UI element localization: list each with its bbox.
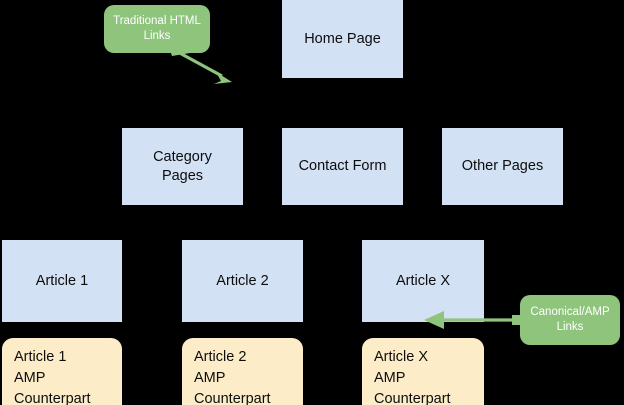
traditional-html-links-arrow-head: [214, 72, 232, 84]
node-home-page[interactable]: Home Page: [282, 0, 403, 78]
node-category-pages[interactable]: Category Pages: [122, 128, 243, 205]
node-article-x-amp-counterpart[interactable]: Article X AMP Counterpart: [362, 338, 484, 405]
node-contact-form[interactable]: Contact Form: [282, 128, 403, 205]
node-article-2[interactable]: Article 2: [182, 240, 303, 322]
node-home-page-label: Home Page: [304, 30, 381, 47]
traditional-html-links-arrow-line: [175, 49, 223, 78]
callout-canonical-amp-links-label: Canonical/AMP Links: [530, 306, 610, 333]
node-article-1-amp-counterpart-label: Article 1 AMP Counterpart: [14, 348, 91, 405]
node-other-pages[interactable]: Other Pages: [442, 128, 563, 205]
node-article-2-label: Article 2: [216, 272, 269, 289]
node-article-x[interactable]: Article X: [362, 240, 484, 322]
node-article-2-amp-counterpart[interactable]: Article 2 AMP Counterpart: [182, 338, 303, 405]
node-article-x-amp-counterpart-label: Article X AMP Counterpart: [374, 348, 451, 405]
callout-traditional-html-links-label: Traditional HTML Links: [113, 15, 201, 42]
node-other-pages-label: Other Pages: [461, 158, 544, 174]
node-category-pages-label: Category Pages: [153, 148, 212, 184]
node-article-x-label: Article X: [396, 272, 450, 289]
node-article-1[interactable]: Article 1: [2, 240, 122, 322]
node-article-1-label: Article 1: [35, 272, 89, 289]
node-contact-form-label: Contact Form: [298, 158, 387, 174]
callout-traditional-html-links[interactable]: Traditional HTML Links: [104, 5, 210, 53]
callout-canonical-amp-links[interactable]: Canonical/AMP Links: [520, 295, 620, 345]
node-article-2-amp-counterpart-label: Article 2 AMP Counterpart: [194, 348, 271, 405]
node-article-1-amp-counterpart[interactable]: Article 1 AMP Counterpart: [2, 338, 122, 405]
